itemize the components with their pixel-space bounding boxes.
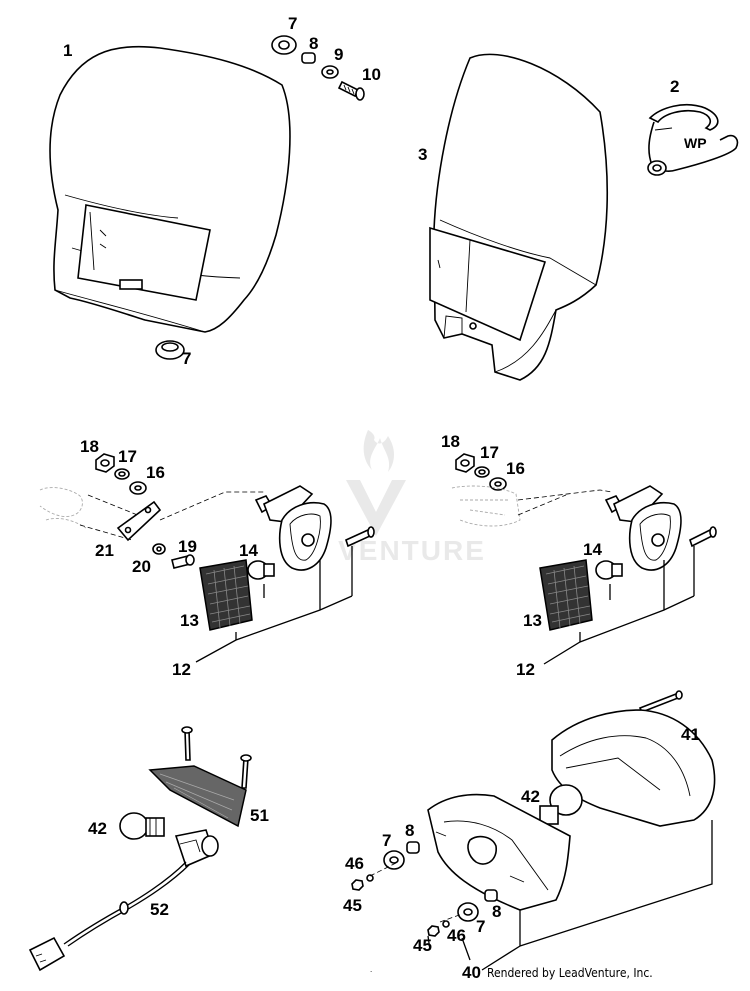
callout-17: 17	[480, 443, 499, 462]
callout-52: 52	[150, 900, 169, 919]
nut-right	[455, 453, 475, 473]
grommet-top	[271, 35, 297, 55]
callout-10: 10	[362, 65, 381, 84]
bracket-plate-left	[116, 500, 162, 542]
license-lens	[148, 765, 247, 828]
screw-license-1	[181, 726, 193, 761]
bulb-license	[119, 812, 165, 840]
screw-housing-left	[345, 526, 375, 548]
callout-45: 45	[413, 936, 432, 955]
turn-signal-right	[451, 453, 717, 665]
bulb-right	[595, 560, 623, 580]
callout-2: 2	[670, 77, 679, 96]
callout-18: 18	[441, 432, 460, 451]
callout-18: 18	[80, 437, 99, 456]
callout-7: 7	[288, 14, 297, 33]
callout-42: 42	[88, 819, 107, 838]
callout-21: 21	[95, 541, 114, 560]
credit-text: Rendered by LeadVenture, Inc.	[487, 966, 653, 980]
wire-harness	[28, 861, 191, 972]
lock-washer-left	[114, 468, 130, 480]
callout-7: 7	[382, 831, 391, 850]
nut-left	[95, 453, 115, 473]
callout-41: 41	[681, 725, 700, 744]
callout-14: 14	[583, 540, 602, 559]
mask-tab	[119, 279, 143, 290]
bushing-tail-1	[406, 841, 420, 854]
callout-8: 8	[309, 34, 318, 53]
callout-51: 51	[250, 806, 269, 825]
small-nut-tail-2	[427, 920, 450, 937]
washer-small-left	[152, 543, 166, 555]
callout-42: 42	[521, 787, 540, 806]
callout-16: 16	[506, 459, 525, 478]
watermark: VENTURE	[338, 430, 484, 566]
signal-housing-left	[254, 485, 332, 571]
callout-13: 13	[523, 611, 542, 630]
signal-housing-right	[604, 485, 682, 571]
headlight-mask-front	[49, 45, 291, 333]
socket-license	[174, 829, 219, 868]
grommet-bottom	[155, 340, 185, 360]
callout-13: 13	[180, 611, 199, 630]
screw-license-2	[240, 754, 252, 789]
callouts: 1 7 8 9 10 7 3 2 18 17 16 21 20 19 14 13…	[63, 14, 700, 982]
callout-16: 16	[146, 463, 165, 482]
bulb-left	[247, 560, 275, 580]
grommet-tail-2	[457, 902, 479, 922]
callout-7: 7	[476, 917, 485, 936]
license-light	[28, 726, 252, 972]
callout-12: 12	[172, 660, 191, 679]
callout-7: 7	[182, 349, 191, 368]
washer-left	[129, 481, 147, 495]
turn-signal-left	[39, 453, 375, 663]
callout-46: 46	[447, 926, 466, 945]
headlight-mask-side	[429, 53, 609, 381]
signal-lens-left	[199, 559, 253, 631]
callout-8: 8	[405, 821, 414, 840]
callout-40: 40	[462, 963, 481, 982]
callout-9: 9	[334, 45, 343, 64]
grommet-tail-1	[383, 850, 405, 870]
callout-1: 1	[63, 41, 72, 60]
washer-top	[321, 65, 339, 79]
screw-top	[337, 80, 365, 101]
bracket-label: WP	[684, 135, 707, 151]
signal-lens-right	[539, 559, 593, 631]
callout-19: 19	[178, 537, 197, 556]
mounting-ghost-left	[39, 487, 87, 529]
lock-washer-right	[474, 466, 490, 478]
callout-17: 17	[118, 447, 137, 466]
callout-46: 46	[345, 854, 364, 873]
washer-right	[489, 477, 507, 491]
bolt-left	[171, 554, 195, 569]
bushing-tail-2	[484, 889, 498, 902]
bulb-tail	[539, 784, 583, 825]
callout-3: 3	[418, 145, 427, 164]
stray-mark: .	[370, 965, 372, 974]
callout-12: 12	[516, 660, 535, 679]
mounting-ghost-right	[451, 485, 521, 527]
tail-light	[351, 690, 716, 971]
bushing-top	[301, 52, 316, 64]
v-logo-icon	[346, 480, 406, 536]
callout-14: 14	[239, 541, 258, 560]
tail-housing	[427, 793, 571, 911]
screw-housing-right	[689, 526, 717, 548]
small-nut-tail-1	[351, 874, 374, 891]
callout-20: 20	[132, 557, 151, 576]
callout-8: 8	[492, 902, 501, 921]
flame-logo-icon	[363, 430, 394, 472]
callout-45: 45	[343, 896, 362, 915]
number-plate-bracket: WP	[647, 103, 739, 176]
screw-tail	[638, 690, 683, 714]
